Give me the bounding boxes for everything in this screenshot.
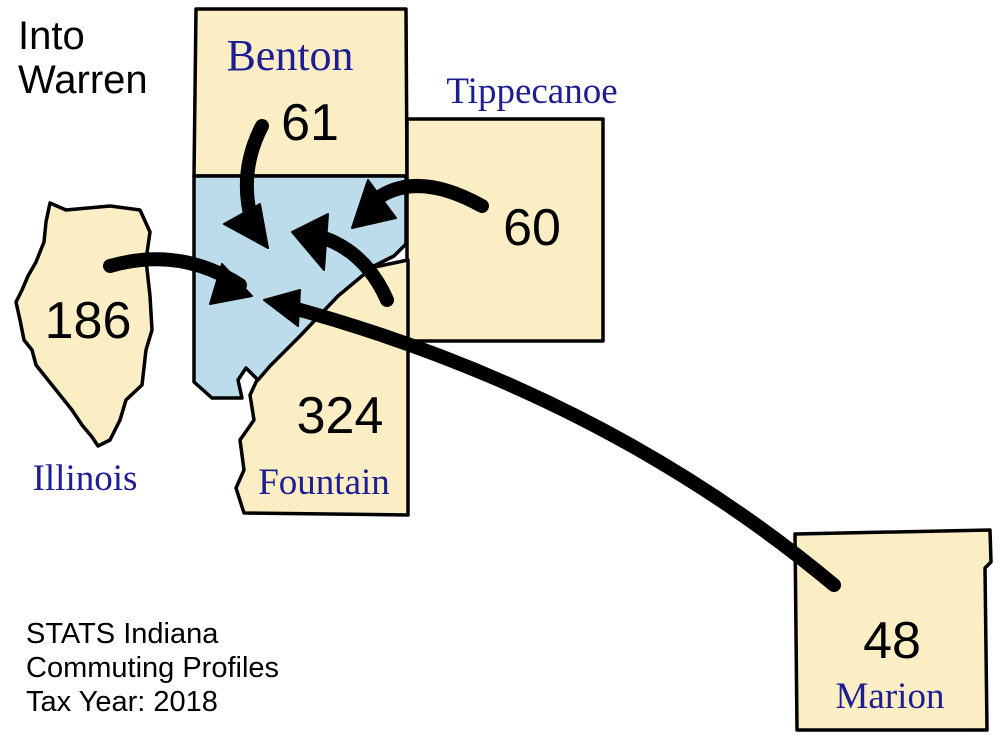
flow-line-fountain bbox=[311, 229, 394, 307]
flow-arrow-illinois bbox=[209, 263, 253, 305]
flow-line-marion bbox=[275, 298, 841, 592]
footer-line-3: Tax Year: 2018 bbox=[26, 686, 218, 718]
flow-arrow-fountain bbox=[291, 213, 329, 271]
tippecanoe-label: Tippecanoe bbox=[446, 71, 617, 112]
fountain-label: Fountain bbox=[258, 462, 390, 503]
fountain-value: 324 bbox=[297, 387, 384, 445]
footer-line-2: Commuting Profiles bbox=[26, 652, 280, 684]
illinois-value: 186 bbox=[45, 292, 132, 350]
illinois-label: Illinois bbox=[33, 458, 138, 499]
marion-county bbox=[793, 528, 993, 732]
flow-arrow-marion bbox=[263, 289, 301, 327]
benton-value: 61 bbox=[281, 94, 339, 152]
map-title: Into Warren bbox=[18, 14, 148, 102]
marion-label: Marion bbox=[836, 676, 945, 717]
title-line-1: Into bbox=[18, 14, 85, 58]
flow-arrow-tippecanoe bbox=[351, 179, 397, 229]
flow-arrow-benton bbox=[223, 203, 269, 249]
footer-line-1: STATS Indiana bbox=[26, 618, 219, 650]
marion-value: 48 bbox=[863, 612, 921, 670]
tippecanoe-value: 60 bbox=[503, 199, 561, 257]
title-line-2: Warren bbox=[18, 58, 148, 102]
benton-label: Benton bbox=[226, 31, 353, 80]
source-footer: STATS Indiana Commuting Profiles Tax Yea… bbox=[26, 617, 279, 719]
